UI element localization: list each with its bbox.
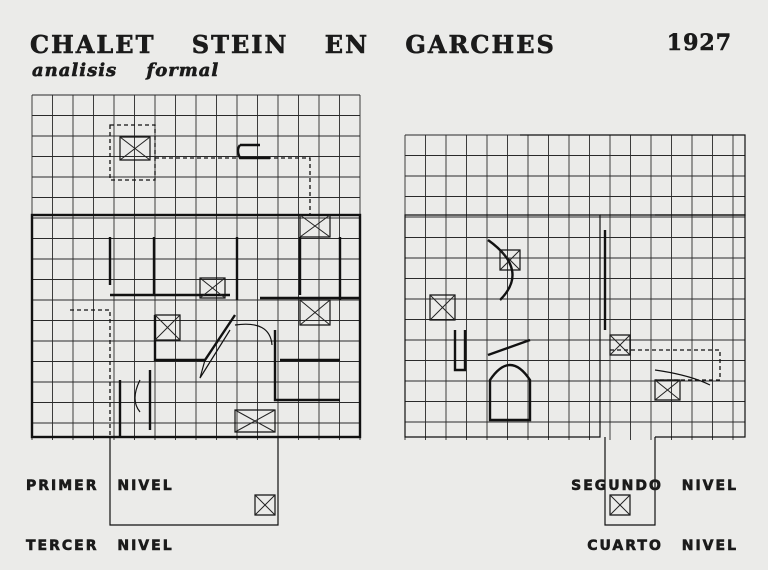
- drawing-title: CHALET STEIN EN GARCHES: [30, 30, 556, 60]
- right-plan-void-marks: [429, 249, 681, 516]
- right-plan-extension: [604, 437, 656, 526]
- drawing-subtitle: analisis formal: [32, 60, 220, 82]
- level-label-fourth: CUARTO NIVEL: [587, 538, 738, 555]
- right-plan-walls: [404, 134, 746, 438]
- level-label-first: PRIMER NIVEL: [26, 478, 174, 495]
- left-plan-walls: [30, 124, 362, 439]
- right-plan-grid: [404, 134, 745, 440]
- left-plan-void-marks: [119, 136, 331, 516]
- level-label-third: TERCER NIVEL: [26, 538, 174, 555]
- drawing-year: 1927: [666, 30, 732, 57]
- level-label-second: SEGUNDO NIVEL: [571, 478, 738, 495]
- left-plan-extension: [109, 437, 279, 526]
- left-plan-grid: [31, 94, 361, 440]
